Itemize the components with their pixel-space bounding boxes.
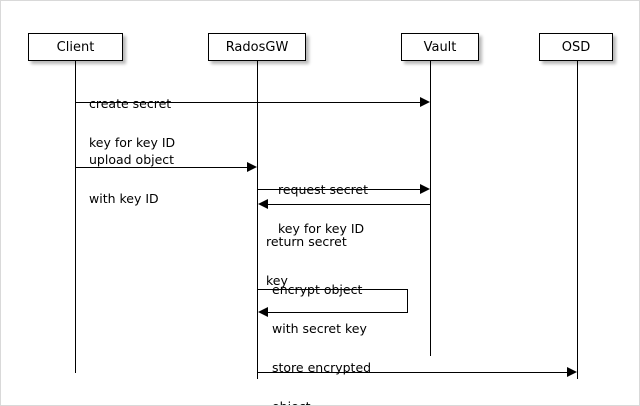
message-label-return-secret-key: return secret key [266, 209, 347, 313]
message-label-line2: key [266, 273, 288, 288]
self-message-line-bottom-encrypt-object[interactable] [268, 312, 407, 313]
lifeline-client [75, 61, 76, 373]
participant-box-vault[interactable]: Vault [401, 33, 479, 61]
self-message-line-top-encrypt-object[interactable] [258, 289, 407, 290]
message-line-return-secret-key[interactable] [268, 204, 430, 205]
message-arrowhead-return-secret-key [258, 199, 268, 209]
participant-label-osd: OSD [561, 39, 591, 55]
message-label-create-secret-key: create secret key for key ID [89, 71, 175, 175]
lifeline-radosgw [257, 61, 258, 379]
message-line-create-secret-key[interactable] [76, 102, 420, 103]
message-label-line2: key for key ID [278, 221, 365, 236]
self-message-arrowhead-encrypt-object [258, 307, 268, 317]
message-line-store-encrypted-object[interactable] [258, 372, 567, 373]
lifeline-vault [430, 61, 431, 356]
message-label-line1: create secret [89, 96, 172, 111]
participant-box-osd[interactable]: OSD [539, 33, 613, 61]
message-label-line1: return secret [266, 234, 347, 249]
message-label-upload-object: upload object with key ID [89, 127, 174, 231]
message-label-line1: upload object [89, 152, 175, 167]
message-arrowhead-create-secret-key [420, 97, 430, 107]
message-label-store-encrypted-object: store encrypted object [272, 335, 372, 405]
message-line-upload-object[interactable] [76, 167, 247, 168]
participant-label-client: Client [56, 39, 95, 55]
participant-label-radosgw: RadosGW [225, 39, 289, 55]
message-label-line2: with secret key [272, 321, 367, 336]
message-label-line2: with key ID [89, 191, 159, 206]
participant-label-vault: Vault [423, 39, 457, 55]
message-arrowhead-store-encrypted-object [567, 367, 577, 377]
message-label-line1: store encrypted [272, 360, 372, 375]
message-arrowhead-request-secret-key [420, 184, 430, 194]
lifeline-osd [577, 61, 578, 379]
message-label-line2: key for key ID [89, 135, 176, 150]
message-label-line2: object [272, 400, 371, 405]
participant-box-radosgw[interactable]: RadosGW [208, 33, 306, 61]
message-line-request-secret-key[interactable] [258, 189, 420, 190]
self-message-line-right-encrypt-object [407, 289, 408, 313]
participant-box-client[interactable]: Client [28, 33, 123, 61]
message-arrowhead-upload-object [247, 162, 257, 172]
